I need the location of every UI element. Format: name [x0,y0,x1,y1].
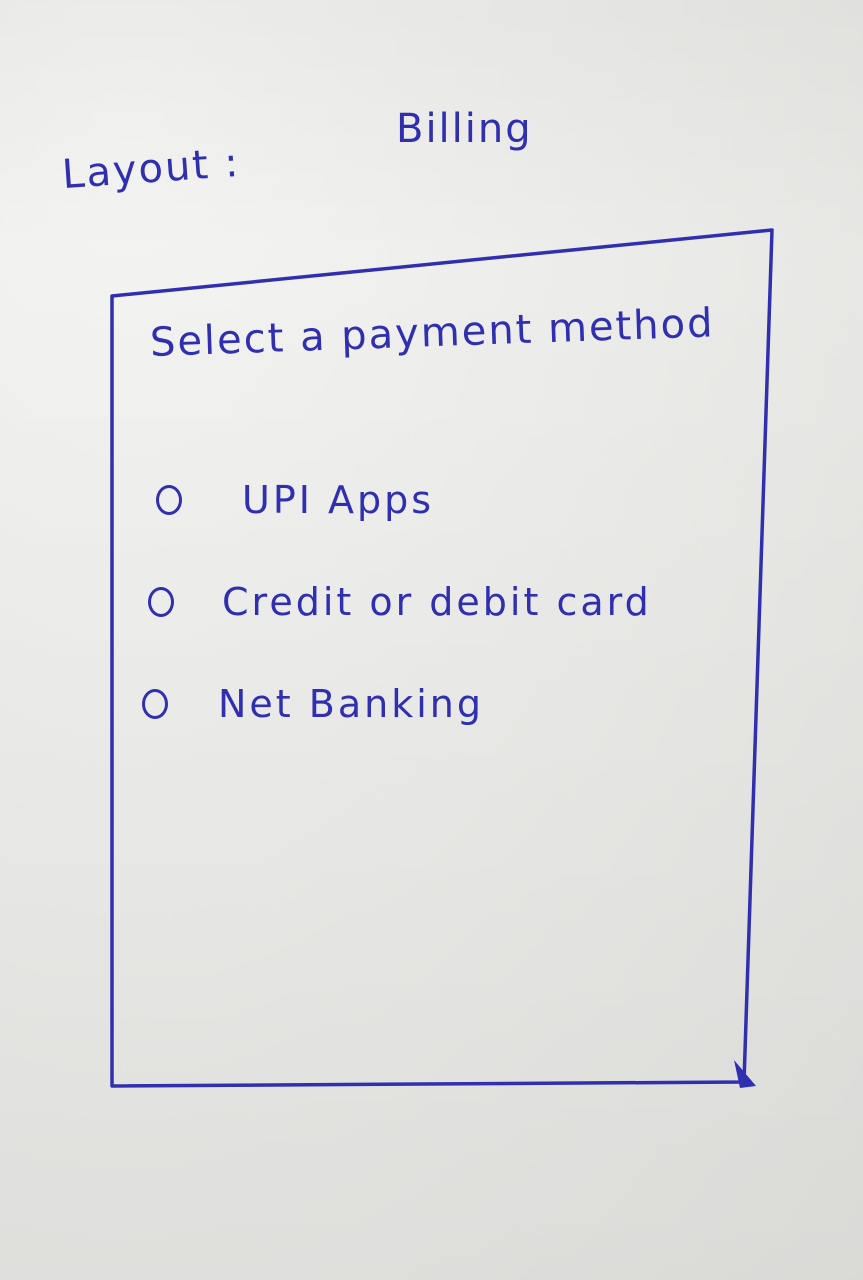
payment-option-label: Credit or debit card [222,580,652,624]
payment-option-label: UPI Apps [242,478,435,522]
payment-option-card[interactable]: Credit or debit card [148,580,652,624]
payment-option-netbanking[interactable]: Net Banking [142,682,484,726]
layout-title: Billing [396,106,533,152]
payment-option-upi[interactable]: UPI Apps [156,478,434,522]
radio-circle-icon[interactable] [148,587,174,617]
payment-option-label: Net Banking [218,682,484,726]
radio-circle-icon[interactable] [142,689,168,719]
radio-circle-icon[interactable] [156,485,182,515]
frame-corner-ink [734,1060,756,1088]
